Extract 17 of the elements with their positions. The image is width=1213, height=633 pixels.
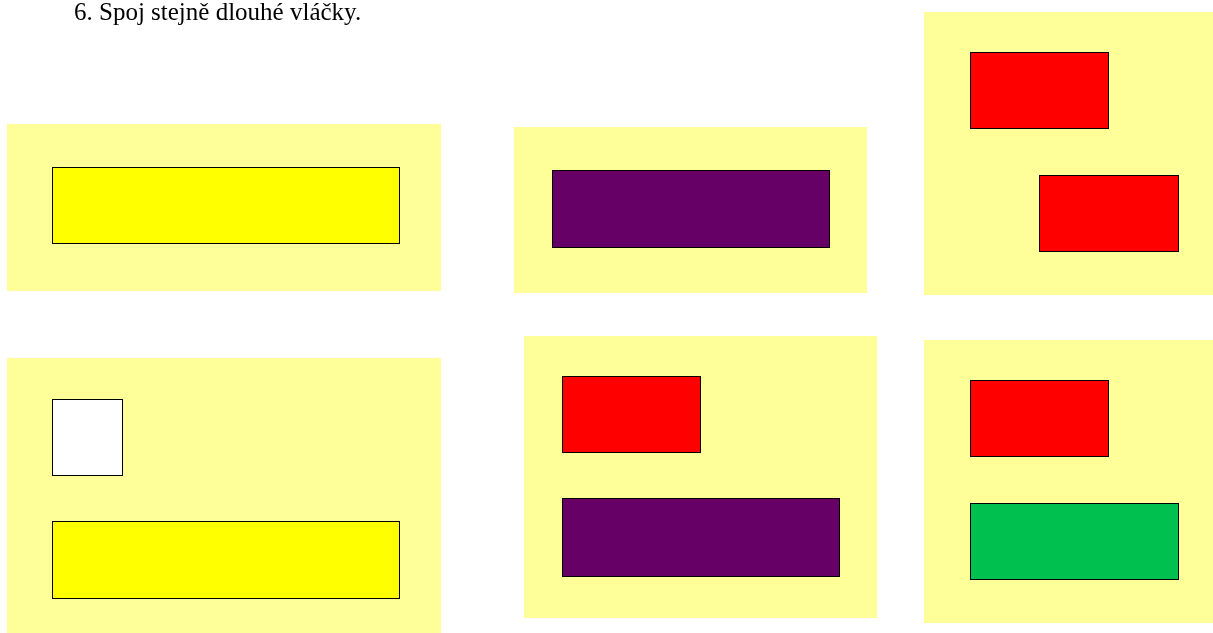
card-panel: [924, 340, 1213, 623]
train-bar: [562, 498, 840, 577]
train-bar: [52, 167, 400, 244]
card-panel: [524, 336, 877, 618]
train-bar: [1039, 175, 1179, 252]
card-panel: [7, 358, 441, 633]
train-bar: [562, 376, 701, 453]
card-panel: [924, 12, 1213, 295]
train-bar: [970, 380, 1109, 457]
train-bar: [52, 399, 123, 476]
train-bar: [970, 503, 1179, 580]
train-bar: [52, 521, 400, 599]
card-panel: [7, 124, 441, 291]
card-panel: [514, 127, 867, 293]
train-bar: [970, 52, 1109, 129]
train-bar: [552, 170, 830, 248]
task-heading: 6. Spoj stejně dlouhé vláčky.: [74, 0, 362, 26]
